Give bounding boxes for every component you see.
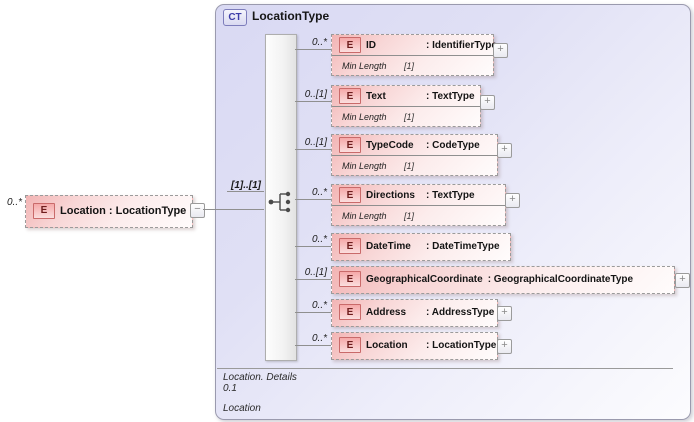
root-cardinality-label: 0..* xyxy=(6,197,22,208)
facet-name: Min Length xyxy=(342,60,387,71)
element-badge-icon: E xyxy=(33,202,55,219)
facet-name: Min Length xyxy=(342,160,387,171)
connector-line xyxy=(295,279,331,280)
element-box-location[interactable]: E Location : LocationType xyxy=(331,332,498,360)
element-type: : CodeType xyxy=(426,139,480,151)
facet-name: Min Length xyxy=(342,210,387,221)
element-badge-icon: E xyxy=(339,88,361,104)
element-box-directions[interactable]: E Directions : TextType Min Length [1] xyxy=(331,184,506,226)
element-type: : AddressType xyxy=(426,306,495,318)
element-box-datetime[interactable]: E DateTime : DateTimeType xyxy=(331,233,511,261)
element-type: : TextType xyxy=(426,189,475,201)
element-box-text[interactable]: E Text : TextType Min Length [1] xyxy=(331,85,481,127)
expand-button-id[interactable]: + xyxy=(493,43,508,58)
root-connector-line xyxy=(203,209,264,210)
element-type: : DateTimeType xyxy=(426,240,500,252)
element-box-geographicalcoordinate[interactable]: E GeographicalCoordinate : GeographicalC… xyxy=(331,266,675,294)
cardinality-label: 0..[1] xyxy=(304,137,327,148)
footer-annotation-version: 0.1 xyxy=(223,383,237,394)
element-name: Address xyxy=(366,306,407,318)
expand-button-directions[interactable]: + xyxy=(505,193,520,208)
cardinality-label: 0..* xyxy=(311,187,327,198)
connector-line xyxy=(295,246,331,247)
complex-type-title: LocationType xyxy=(252,9,330,23)
group-cardinality-underline xyxy=(227,191,264,192)
cardinality-label: 0..* xyxy=(311,333,327,344)
connector-line xyxy=(295,49,331,50)
element-badge-icon: E xyxy=(339,238,361,254)
expand-button-address[interactable]: + xyxy=(497,306,512,321)
connector-line xyxy=(295,345,331,346)
root-element-label: Location : LocationType xyxy=(60,204,187,217)
group-cardinality-label: [1]..[1] xyxy=(231,180,261,191)
element-type: : TextType xyxy=(426,90,475,102)
element-badge-icon: E xyxy=(339,137,361,153)
expand-button-geographicalcoordinate[interactable]: + xyxy=(675,273,690,288)
expand-button-text[interactable]: + xyxy=(480,95,495,110)
complex-type-panel: CT LocationType 0..* 0..[1] 0..[1] 0..* … xyxy=(215,4,691,420)
root-element-box[interactable]: E Location : LocationType xyxy=(25,195,193,228)
facet-value: [1] xyxy=(404,160,415,171)
cardinality-label: 0..* xyxy=(311,234,327,245)
cardinality-label: 0..* xyxy=(311,37,327,48)
element-type: : LocationType xyxy=(426,339,497,351)
element-name: GeographicalCoordinate xyxy=(366,273,483,285)
facet-name: Min Length xyxy=(342,111,387,122)
element-name: Text xyxy=(366,90,386,102)
complex-type-badge: CT xyxy=(223,9,247,26)
connector-line xyxy=(295,149,331,150)
sequence-group-bar[interactable] xyxy=(265,34,297,361)
element-badge-icon: E xyxy=(339,337,361,353)
element-badge-icon: E xyxy=(339,271,361,287)
element-badge-icon: E xyxy=(339,37,361,53)
connector-line xyxy=(295,101,331,102)
cardinality-label: 0..[1] xyxy=(304,267,327,278)
element-name: DateTime xyxy=(366,240,411,252)
collapse-button[interactable]: − xyxy=(190,203,205,218)
element-name: ID xyxy=(366,39,376,51)
element-name: Directions xyxy=(366,189,415,201)
footer-annotation-name: Location xyxy=(223,403,261,414)
element-name: TypeCode xyxy=(366,139,414,151)
footer-divider xyxy=(217,368,673,369)
expand-button-typecode[interactable]: + xyxy=(497,143,512,158)
element-box-address[interactable]: E Address : AddressType xyxy=(331,299,498,327)
element-name: Location xyxy=(366,339,408,351)
expand-button-location[interactable]: + xyxy=(497,339,512,354)
connector-line xyxy=(295,199,331,200)
element-box-id[interactable]: E ID : IdentifierType Min Length [1] xyxy=(331,34,497,76)
facet-value: [1] xyxy=(404,60,415,71)
element-badge-icon: E xyxy=(339,187,361,203)
cardinality-label: 0..* xyxy=(311,300,327,311)
facet-value: [1] xyxy=(404,210,415,221)
sequence-icon xyxy=(268,191,291,213)
cardinality-label: 0..[1] xyxy=(304,89,327,100)
element-type: : GeographicalCoordinateType xyxy=(487,273,634,285)
element-box-typecode[interactable]: E TypeCode : CodeType Min Length [1] xyxy=(331,134,498,176)
element-type: : IdentifierType xyxy=(426,39,497,51)
connector-line xyxy=(295,312,331,313)
element-badge-icon: E xyxy=(339,304,361,320)
facet-value: [1] xyxy=(404,111,415,122)
footer-annotation-title: Location. Details xyxy=(223,372,297,383)
